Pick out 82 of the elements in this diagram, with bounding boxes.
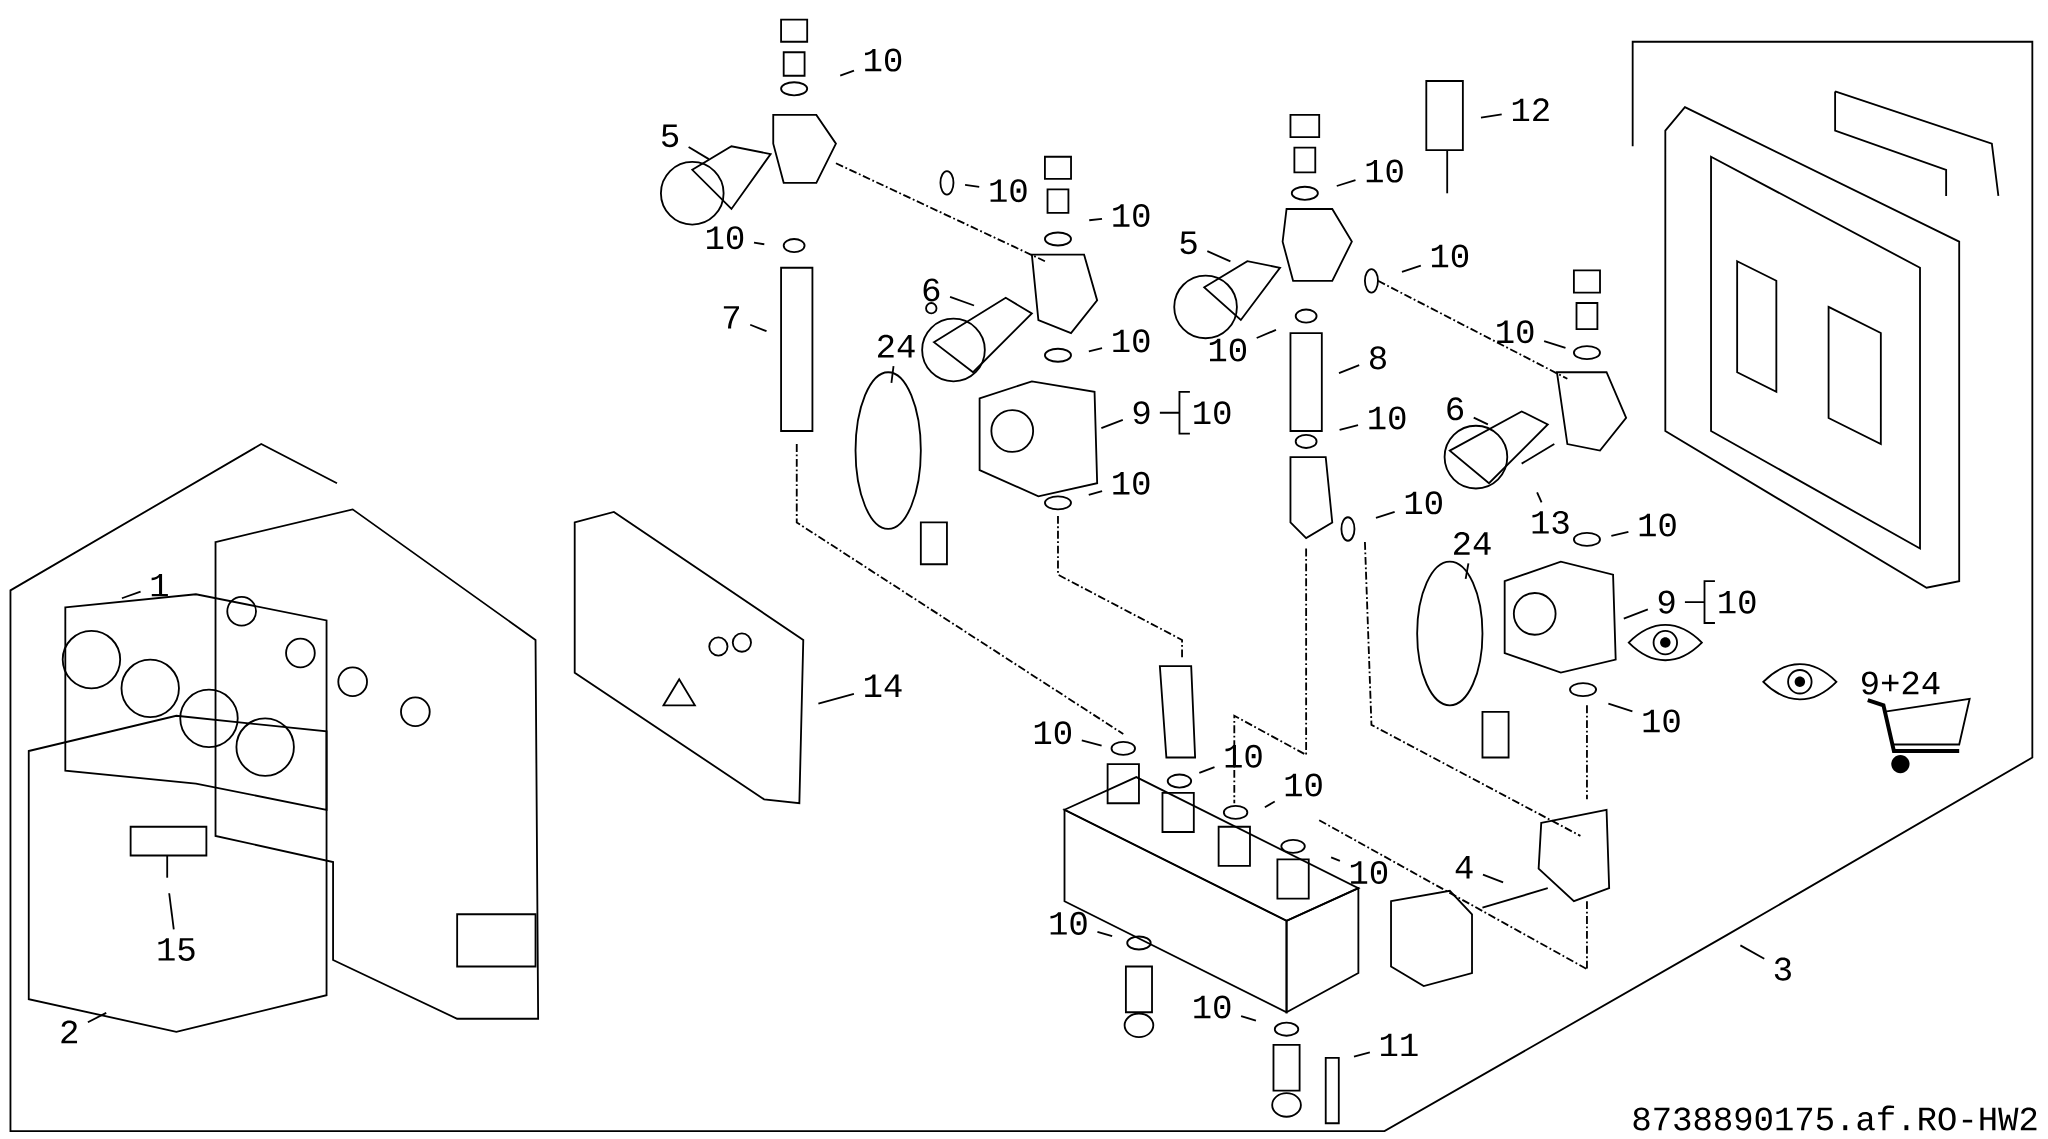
leader-line — [1353, 1051, 1371, 1058]
leader-line — [1607, 702, 1634, 713]
leader-line — [964, 184, 981, 188]
leader-line — [1464, 562, 1470, 580]
leader-line — [1338, 424, 1359, 431]
callout-number: 9 — [1133, 401, 1150, 425]
leader-line — [1536, 491, 1543, 504]
callout-number: 14 — [865, 674, 902, 697]
callout-number: 5 — [1180, 231, 1197, 255]
callout-number: 7 — [723, 306, 739, 329]
callout-number: 5 — [662, 124, 679, 148]
callout-number: 24 — [878, 334, 915, 358]
leader-line — [1543, 340, 1567, 349]
leader-line — [1472, 416, 1489, 426]
leader-line — [1610, 530, 1630, 537]
callout-number: 11 — [1380, 1033, 1418, 1057]
callout-number: 10 — [1209, 338, 1247, 362]
callout-number: 4 — [1455, 856, 1473, 879]
leader-line — [817, 692, 855, 705]
callout-number: 2 — [61, 1020, 78, 1044]
leader-line — [121, 590, 142, 600]
callout-number: 10 — [1639, 513, 1676, 537]
leader-line — [1087, 490, 1103, 496]
document-code: 8738890175.af.RO-HW2 — [1633, 1105, 2037, 1131]
leader-line — [1330, 856, 1341, 862]
callout-number: 10 — [990, 179, 1027, 203]
leader-line — [1080, 739, 1103, 747]
callout-number: 10 — [865, 48, 902, 72]
leader-line — [1335, 179, 1357, 187]
callout-number: 3 — [1774, 957, 1791, 981]
leader-line — [1622, 608, 1649, 620]
leader-line — [1375, 511, 1396, 519]
leader-line — [86, 1011, 108, 1024]
callout-number: 10 — [1113, 471, 1150, 495]
leader-line — [168, 892, 175, 931]
callout-number: 10 — [1225, 744, 1262, 768]
callout-number: 10 — [1034, 721, 1071, 745]
leader-line — [753, 241, 766, 246]
callout-number: 13 — [1532, 510, 1569, 534]
leader-line — [1338, 364, 1361, 374]
leader-line — [1198, 766, 1216, 774]
callout-number: 9 — [1658, 590, 1675, 614]
leader-line — [1480, 113, 1503, 119]
leader-line — [839, 69, 855, 77]
callout-number: 10 — [1431, 244, 1469, 268]
leader-line — [1255, 329, 1277, 339]
leader-line — [687, 146, 710, 161]
callout-number: 10 — [1285, 773, 1322, 797]
leader-line — [1240, 1015, 1257, 1022]
callout-number: 10 — [1719, 590, 1756, 614]
callout-number: 6 — [923, 278, 940, 302]
leader-line — [1739, 944, 1766, 960]
leader-line — [1263, 800, 1276, 809]
callout-number: 10 — [1050, 911, 1087, 935]
callout-number: 10 — [1113, 329, 1150, 353]
leader-line — [749, 323, 768, 333]
callout-number: 10 — [1194, 401, 1231, 425]
callout-number: 9+24 — [1862, 671, 1940, 695]
callout-number: 10 — [1497, 320, 1534, 344]
callout-number: 10 — [1405, 491, 1442, 515]
leader-line — [1100, 419, 1124, 429]
callout-number: 10 — [1350, 860, 1388, 884]
leader-line — [1088, 217, 1103, 222]
callout-number: 10 — [707, 226, 744, 250]
callout-number: 1 — [151, 573, 168, 597]
callout-number: 12 — [1512, 98, 1549, 122]
leader-line — [1206, 250, 1232, 263]
callout-number: 24 — [1454, 532, 1491, 555]
callout-number: 8 — [1370, 346, 1386, 370]
leader-line — [1087, 347, 1103, 353]
leader-line — [1096, 930, 1114, 937]
leader-line — [1401, 264, 1422, 273]
callout-number: 10 — [1194, 995, 1231, 1019]
callout-number: 6 — [1447, 397, 1464, 421]
leader-line — [890, 365, 895, 384]
callout-number: 10 — [1113, 204, 1150, 228]
callout-number: 15 — [158, 938, 195, 961]
leader-line — [949, 295, 975, 307]
callout-number: 10 — [1369, 406, 1406, 430]
callout-number: 10 — [1366, 159, 1403, 183]
leader-line — [1482, 873, 1505, 884]
callout-number: 10 — [1643, 709, 1680, 733]
